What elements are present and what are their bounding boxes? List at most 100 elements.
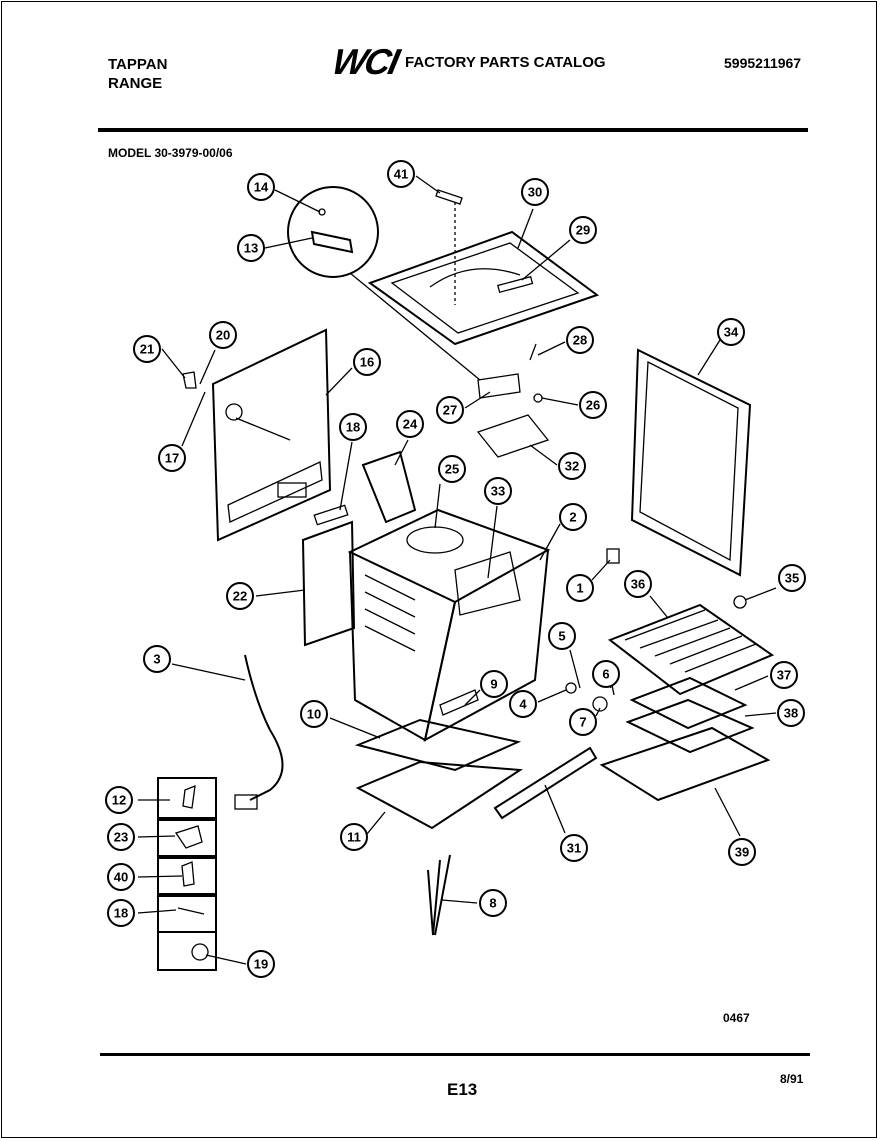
leader-18b bbox=[137, 909, 177, 914]
callout-circle bbox=[237, 234, 265, 262]
leader-19 bbox=[205, 954, 247, 965]
callout-2: 2 bbox=[559, 503, 587, 531]
callout-circle bbox=[569, 216, 597, 244]
callout-circle bbox=[133, 335, 161, 363]
hardware-23-bracket bbox=[174, 825, 203, 849]
header-rule bbox=[98, 128, 808, 132]
callout-label: 9 bbox=[490, 677, 497, 692]
leader-8 bbox=[441, 899, 478, 904]
callout-label: 10 bbox=[307, 707, 321, 722]
part-26-nut bbox=[533, 393, 543, 403]
callout-33: 33 bbox=[484, 477, 512, 505]
callout-circle bbox=[387, 160, 415, 188]
callout-circle bbox=[396, 410, 424, 438]
leader-39 bbox=[714, 787, 741, 837]
leader-37 bbox=[734, 675, 769, 691]
leader-32 bbox=[529, 444, 558, 466]
catalog-part-number: 5995211967 bbox=[724, 55, 802, 71]
callout-12: 12 bbox=[105, 786, 133, 814]
callout-label: 20 bbox=[216, 328, 230, 343]
callout-circle bbox=[143, 645, 171, 673]
callout-label: 1 bbox=[576, 581, 583, 596]
callout-label: 41 bbox=[394, 167, 408, 182]
callout-circle bbox=[624, 570, 652, 598]
leader-lines bbox=[137, 175, 777, 965]
callout-label: 11 bbox=[347, 830, 361, 845]
callout-circle bbox=[247, 950, 275, 978]
part-22-door-frame bbox=[301, 520, 356, 647]
part-41-clip bbox=[435, 189, 463, 205]
leader-29 bbox=[521, 239, 571, 281]
leader-18 bbox=[339, 441, 353, 511]
callout-label: 32 bbox=[565, 459, 579, 474]
callout-31: 31 bbox=[560, 834, 588, 862]
callout-circle bbox=[438, 455, 466, 483]
leader-27 bbox=[464, 391, 491, 409]
part-7-grommet bbox=[592, 696, 608, 712]
callout-18: 18 bbox=[339, 413, 367, 441]
leader-4 bbox=[537, 689, 567, 703]
callout-circle bbox=[770, 661, 798, 689]
part-31-kick-rail bbox=[493, 746, 598, 820]
hardware-box-19 bbox=[157, 931, 217, 971]
callout-circle bbox=[480, 670, 508, 698]
callout-label: 2 bbox=[569, 510, 576, 525]
part-33-baffle bbox=[454, 551, 521, 616]
callout-label: 26 bbox=[586, 398, 600, 413]
callout-label: 18 bbox=[114, 906, 128, 921]
callout-label: 38 bbox=[784, 706, 798, 721]
leader-5 bbox=[569, 649, 581, 689]
callout-label: 6 bbox=[602, 667, 609, 682]
leader-7 bbox=[595, 707, 601, 717]
callout-circle bbox=[569, 708, 597, 736]
callout-label: 7 bbox=[579, 715, 586, 730]
callout-38: 38 bbox=[777, 699, 805, 727]
callout-32: 32 bbox=[558, 452, 586, 480]
hardware-19-knob bbox=[191, 943, 209, 961]
leader-16 bbox=[325, 367, 353, 396]
callout-label: 25 bbox=[445, 462, 459, 477]
part-27-valve bbox=[477, 373, 521, 399]
callout-label: 12 bbox=[112, 793, 126, 808]
part-18-bracket bbox=[313, 504, 349, 526]
callout-circle bbox=[484, 477, 512, 505]
callout-circle bbox=[158, 444, 186, 472]
callout-circle bbox=[247, 173, 275, 201]
callout-label: 31 bbox=[567, 841, 581, 856]
part-16-back-panel bbox=[211, 328, 332, 542]
leader-31 bbox=[544, 784, 566, 834]
callout-label: 37 bbox=[777, 668, 791, 683]
hardware-box-23 bbox=[157, 817, 217, 859]
callout-20: 20 bbox=[209, 321, 237, 349]
part-21-clip bbox=[182, 371, 197, 389]
callout-34: 34 bbox=[717, 318, 745, 346]
leader-17 bbox=[181, 391, 206, 447]
callout-circle bbox=[107, 863, 135, 891]
callout-circle bbox=[521, 178, 549, 206]
callout-label: 23 bbox=[114, 830, 128, 845]
callout-label: 29 bbox=[576, 223, 590, 238]
callout-label: 19 bbox=[254, 957, 268, 972]
callout-circle bbox=[566, 574, 594, 602]
part-30-contour bbox=[429, 268, 521, 288]
callout-label: 17 bbox=[165, 451, 179, 466]
footer-rule bbox=[100, 1053, 810, 1056]
leader-40 bbox=[137, 875, 183, 878]
callout-8: 8 bbox=[479, 889, 507, 917]
part-8-igniter bbox=[427, 854, 451, 936]
callout-circle bbox=[548, 622, 576, 650]
callout-10: 10 bbox=[300, 700, 328, 728]
callout-circle bbox=[777, 699, 805, 727]
revision-date: 8/91 bbox=[780, 1072, 804, 1086]
leader-25 bbox=[434, 483, 441, 529]
catalog-title: FACTORY PARTS CATALOG bbox=[404, 53, 606, 71]
callout-9: 9 bbox=[480, 670, 508, 698]
callout-26: 26 bbox=[579, 391, 607, 419]
callout-25: 25 bbox=[438, 455, 466, 483]
callout-circle bbox=[226, 582, 254, 610]
leader-26 bbox=[541, 397, 579, 406]
callout-36: 36 bbox=[624, 570, 652, 598]
callout-circle bbox=[436, 396, 464, 424]
callout-circle bbox=[592, 660, 620, 688]
